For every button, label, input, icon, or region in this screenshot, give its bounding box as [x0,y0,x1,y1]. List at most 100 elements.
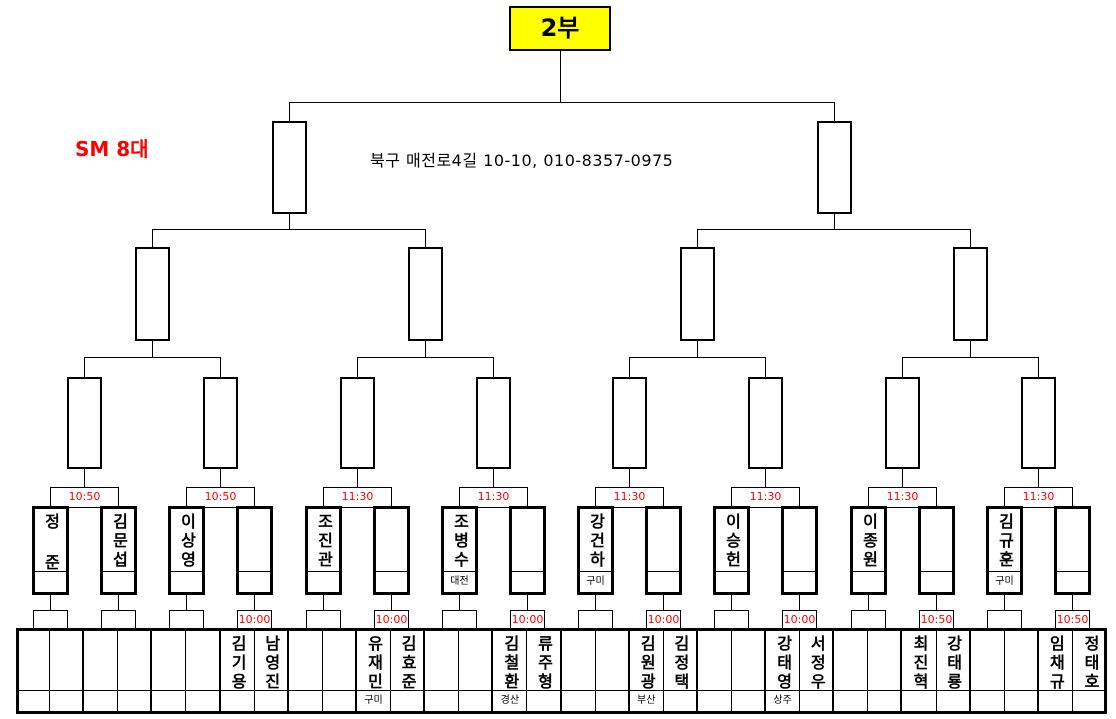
connector-line [459,595,460,610]
entry-region: 상주 [766,690,800,711]
entry-cell[interactable] [868,631,903,711]
sub-match-box [578,610,613,629]
player-slot[interactable]: 이상영 [168,506,205,595]
player-region [239,571,270,592]
connector-line [50,595,51,610]
player-slot[interactable]: 김문섭 [100,506,137,595]
entry-cell[interactable]: 김정택 [663,631,698,711]
bracket-slot[interactable] [203,377,238,469]
entry-region [459,690,492,711]
player-region [103,571,134,592]
connector-line [84,357,85,377]
player-slot[interactable] [781,506,818,595]
connector-line [868,595,869,610]
bracket-slot[interactable] [135,247,170,341]
entry-region [527,690,560,711]
bracket-slot[interactable] [67,377,102,469]
player-slot[interactable] [509,506,546,595]
entry-cell[interactable] [697,631,732,711]
entry-region [1004,690,1037,711]
entry-cell[interactable] [118,631,153,711]
player-slot[interactable]: 이종원 [850,506,887,595]
entry-cell[interactable]: 정태호 [1072,631,1107,711]
player-slot[interactable] [645,506,682,595]
entry-cell[interactable]: 김기용 [220,631,255,711]
connector-line [357,468,358,487]
bracket-slot[interactable] [680,247,715,341]
bracket-slot[interactable] [612,377,647,469]
bracket-slot[interactable] [1021,377,1056,469]
player-slot[interactable] [918,506,955,595]
entry-name [50,635,82,695]
entry-region [425,690,459,711]
entry-name: 임채규 [1046,635,1066,692]
bracket-slot[interactable] [408,247,443,341]
connector-line [493,357,494,377]
entry-cell[interactable] [288,631,323,711]
player-region [648,571,679,592]
player-region [35,571,66,592]
player-name: 김문섭 [109,513,129,570]
match-time: 11:30 [731,487,800,508]
bracket-slot[interactable] [817,121,852,214]
entry-cell[interactable]: 최진혁 [902,631,937,711]
entry-region [118,690,151,711]
bracket-slot[interactable] [885,377,920,469]
entry-cell[interactable] [1004,631,1039,711]
entry-cell[interactable]: 강태룡 [936,631,971,711]
entry-cell[interactable] [16,631,51,711]
entry-region [595,690,628,711]
entry-cell[interactable] [186,631,221,711]
entry-region [561,690,595,711]
entry-cell[interactable] [834,631,869,711]
connector-line [697,229,971,230]
entry-name: 강태영 [773,635,793,692]
entry-cell[interactable] [731,631,767,711]
bracket-slot[interactable] [953,247,988,341]
entry-name: 김기용 [228,635,248,692]
entry-cell[interactable] [425,631,460,711]
connector-line [152,229,426,230]
entry-name: 류주형 [534,635,554,692]
entry-cell[interactable] [561,631,596,711]
entry-cell[interactable]: 김효준 [391,631,426,711]
entry-cell[interactable] [152,631,187,711]
connector-line [152,229,153,247]
player-slot[interactable]: 정 준 [32,506,69,595]
player-slot[interactable]: 조진관 [305,506,342,595]
entry-cell[interactable]: 임채규 [1038,631,1073,711]
entry-region [152,690,186,711]
entry-cell[interactable] [84,631,119,711]
connector-line [425,340,426,357]
player-slot[interactable] [236,506,273,595]
entry-cell[interactable] [322,631,357,711]
player-slot[interactable] [1054,506,1091,595]
bracket-slot[interactable] [272,121,307,214]
entry-cell[interactable] [459,631,494,711]
sub-match-box [33,610,68,629]
connector-line [220,357,221,377]
bracket-slot[interactable] [748,377,783,469]
entry-cell[interactable] [595,631,630,711]
entry-cell[interactable]: 서정우 [800,631,835,711]
bracket-slot[interactable] [476,377,511,469]
player-slot[interactable] [373,506,410,595]
entry-cell[interactable] [970,631,1005,711]
player-slot[interactable]: 이승헌 [713,506,750,595]
entry-cell[interactable]: 남영진 [254,631,289,711]
entry-name [562,635,595,695]
entry-cell[interactable] [50,631,85,711]
entry-cell[interactable]: 류주형 [527,631,562,711]
entry-region: 구미 [356,690,391,711]
bracket-slot[interactable] [340,377,375,469]
entry-name: 유재민 [364,635,384,692]
entry-name [289,635,322,695]
entry-region: 경산 [493,690,527,711]
